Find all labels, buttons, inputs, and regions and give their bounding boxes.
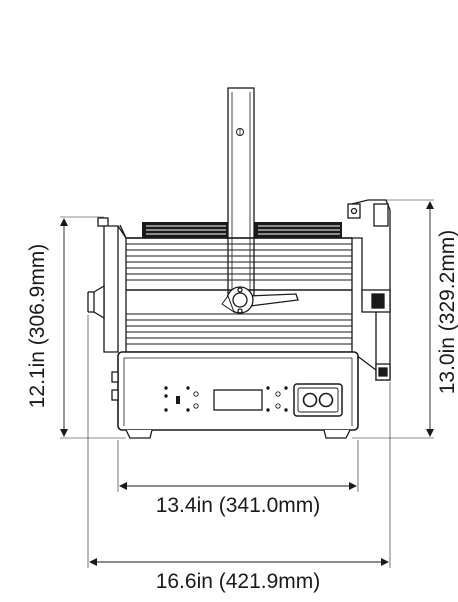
inner-width-label: 13.4in (341.0mm) [156,494,321,517]
outer-width-label: 16.6in (421.9mm) [156,570,321,593]
control-panel-box [111,351,359,439]
main-body [119,224,359,353]
top-vent [142,222,342,238]
rear-plate [87,217,127,353]
front-accessory-frame [347,199,391,381]
right-height-label: 13.0in (329.2mm) [436,230,458,395]
yoke-lock-knob [221,286,299,314]
fixture-outline [87,87,391,439]
left-height-label: 12.1in (306.9mm) [26,244,49,409]
dimension-lines [60,199,434,568]
